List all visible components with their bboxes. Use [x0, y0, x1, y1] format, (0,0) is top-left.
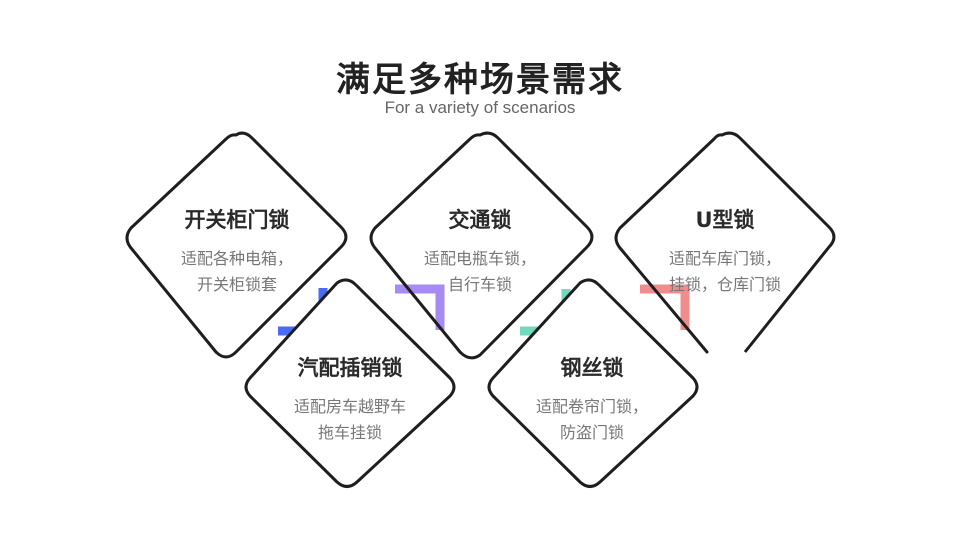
card-outline-2 [244, 278, 456, 488]
card-description: 适配卷帘门锁，防盗门锁 [535, 397, 648, 442]
card-description: 适配房车越野车拖车挂锁 [293, 397, 406, 442]
card-wire-lock: 钢丝锁 适配卷帘门锁，防盗门锁 [512, 352, 672, 446]
card-outline-5-left [614, 133, 724, 354]
card-traffic-lock: 交通锁 适配电瓶车锁，自行车锁 [400, 204, 560, 298]
card-outline-1 [214, 131, 348, 359]
card-outline-5 [721, 131, 836, 353]
card-outline-3-left [369, 133, 482, 354]
card-title: 钢丝锁 [560, 356, 624, 380]
card-description: 适配各种电箱，开关柜锁套 [180, 249, 293, 294]
card-outline-1-left [125, 133, 238, 354]
card-title: 汽配插销锁 [297, 356, 403, 380]
card-switchgear-lock: 开关柜门锁 适配各种电箱，开关柜锁套 [157, 204, 317, 298]
card-outline-3 [458, 131, 594, 360]
page-title: 满足多种场景需求 [336, 60, 624, 100]
page-subtitle: For a variety of scenarios [384, 98, 576, 117]
card-u-lock: U型锁 适配车库门锁，挂锁，仓库门锁 [645, 204, 805, 298]
card-description: 适配电瓶车锁，自行车锁 [423, 249, 536, 294]
card-auto-pin-lock: 汽配插销锁 适配房车越野车拖车挂锁 [270, 352, 430, 446]
card-title: 开关柜门锁 [184, 208, 290, 232]
card-title: U型锁 [695, 208, 755, 232]
card-title: 交通锁 [448, 208, 512, 232]
card-outline-4 [487, 278, 699, 488]
card-description: 适配车库门锁，挂锁，仓库门锁 [668, 249, 781, 294]
